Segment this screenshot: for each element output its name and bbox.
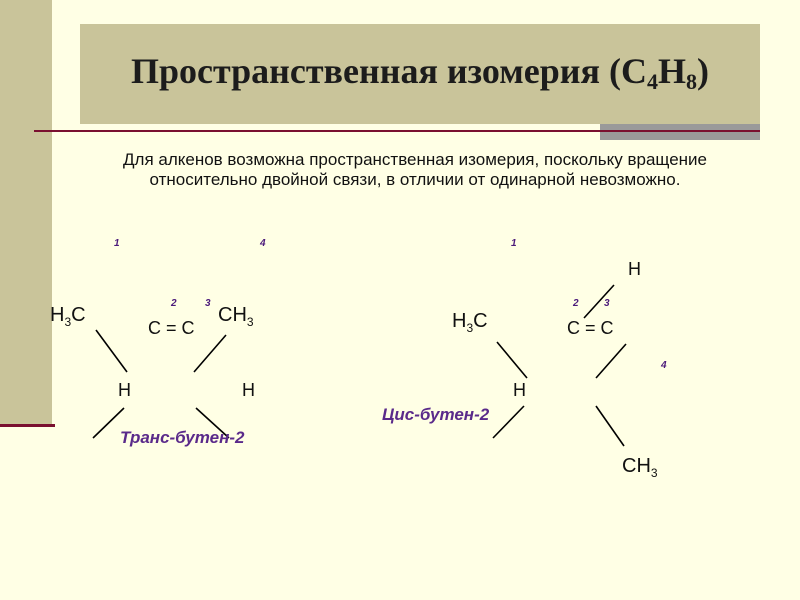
cis-carbon-number-2: 2 xyxy=(573,298,579,309)
trans-isomer-label: Транс-бутен-2 xyxy=(120,428,245,447)
cis-bond-h-top xyxy=(583,284,615,319)
trans-bond-c-ch3 xyxy=(193,334,227,373)
left-decor-line xyxy=(0,424,55,427)
trans-h3c-group: Н3С xyxy=(50,304,86,329)
cis-bond-h3c-c xyxy=(496,341,528,379)
cis-ch3-group: СН3 xyxy=(622,455,658,480)
trans-h-right: Н xyxy=(242,380,255,400)
trans-bond-h3c-c xyxy=(95,329,128,373)
cis-isomer-label: Цис-бутен-2 xyxy=(382,405,490,424)
slide-title: Пространственная изомерия (С4Н8) xyxy=(131,51,709,94)
slide-description: Для алкенов возможна пространственная из… xyxy=(123,150,707,189)
cis-bond-c-ch3 xyxy=(595,343,627,379)
cis-h-left: Н xyxy=(513,380,526,400)
cis-h3c-group: Н3С xyxy=(452,310,488,335)
trans-carbon-number-2: 2 xyxy=(171,298,177,309)
left-decor-bar xyxy=(0,0,52,425)
cis-double-bond: С = С xyxy=(567,318,614,338)
title-box-shadow xyxy=(600,124,760,140)
trans-bond-h-left xyxy=(92,407,125,439)
cis-bond-h-left xyxy=(492,405,525,439)
trans-carbon-number-3: 3 xyxy=(205,298,211,309)
cis-carbon-number-1: 1 xyxy=(511,238,517,249)
trans-carbon-number-4: 4 xyxy=(260,238,266,249)
trans-double-bond: С = С xyxy=(148,318,195,338)
cis-carbon-number-3: 3 xyxy=(604,298,610,309)
trans-ch3-group: СН3 xyxy=(218,304,254,329)
cis-h-top: Н xyxy=(628,259,641,279)
title-box xyxy=(80,24,760,124)
trans-h-left: Н xyxy=(118,380,131,400)
cis-carbon-number-4: 4 xyxy=(661,360,667,371)
trans-bond-h-right xyxy=(195,407,230,439)
cis-bond-ch3-bottom xyxy=(595,405,625,447)
title-divider xyxy=(34,130,760,132)
trans-carbon-number-1: 1 xyxy=(114,238,120,249)
